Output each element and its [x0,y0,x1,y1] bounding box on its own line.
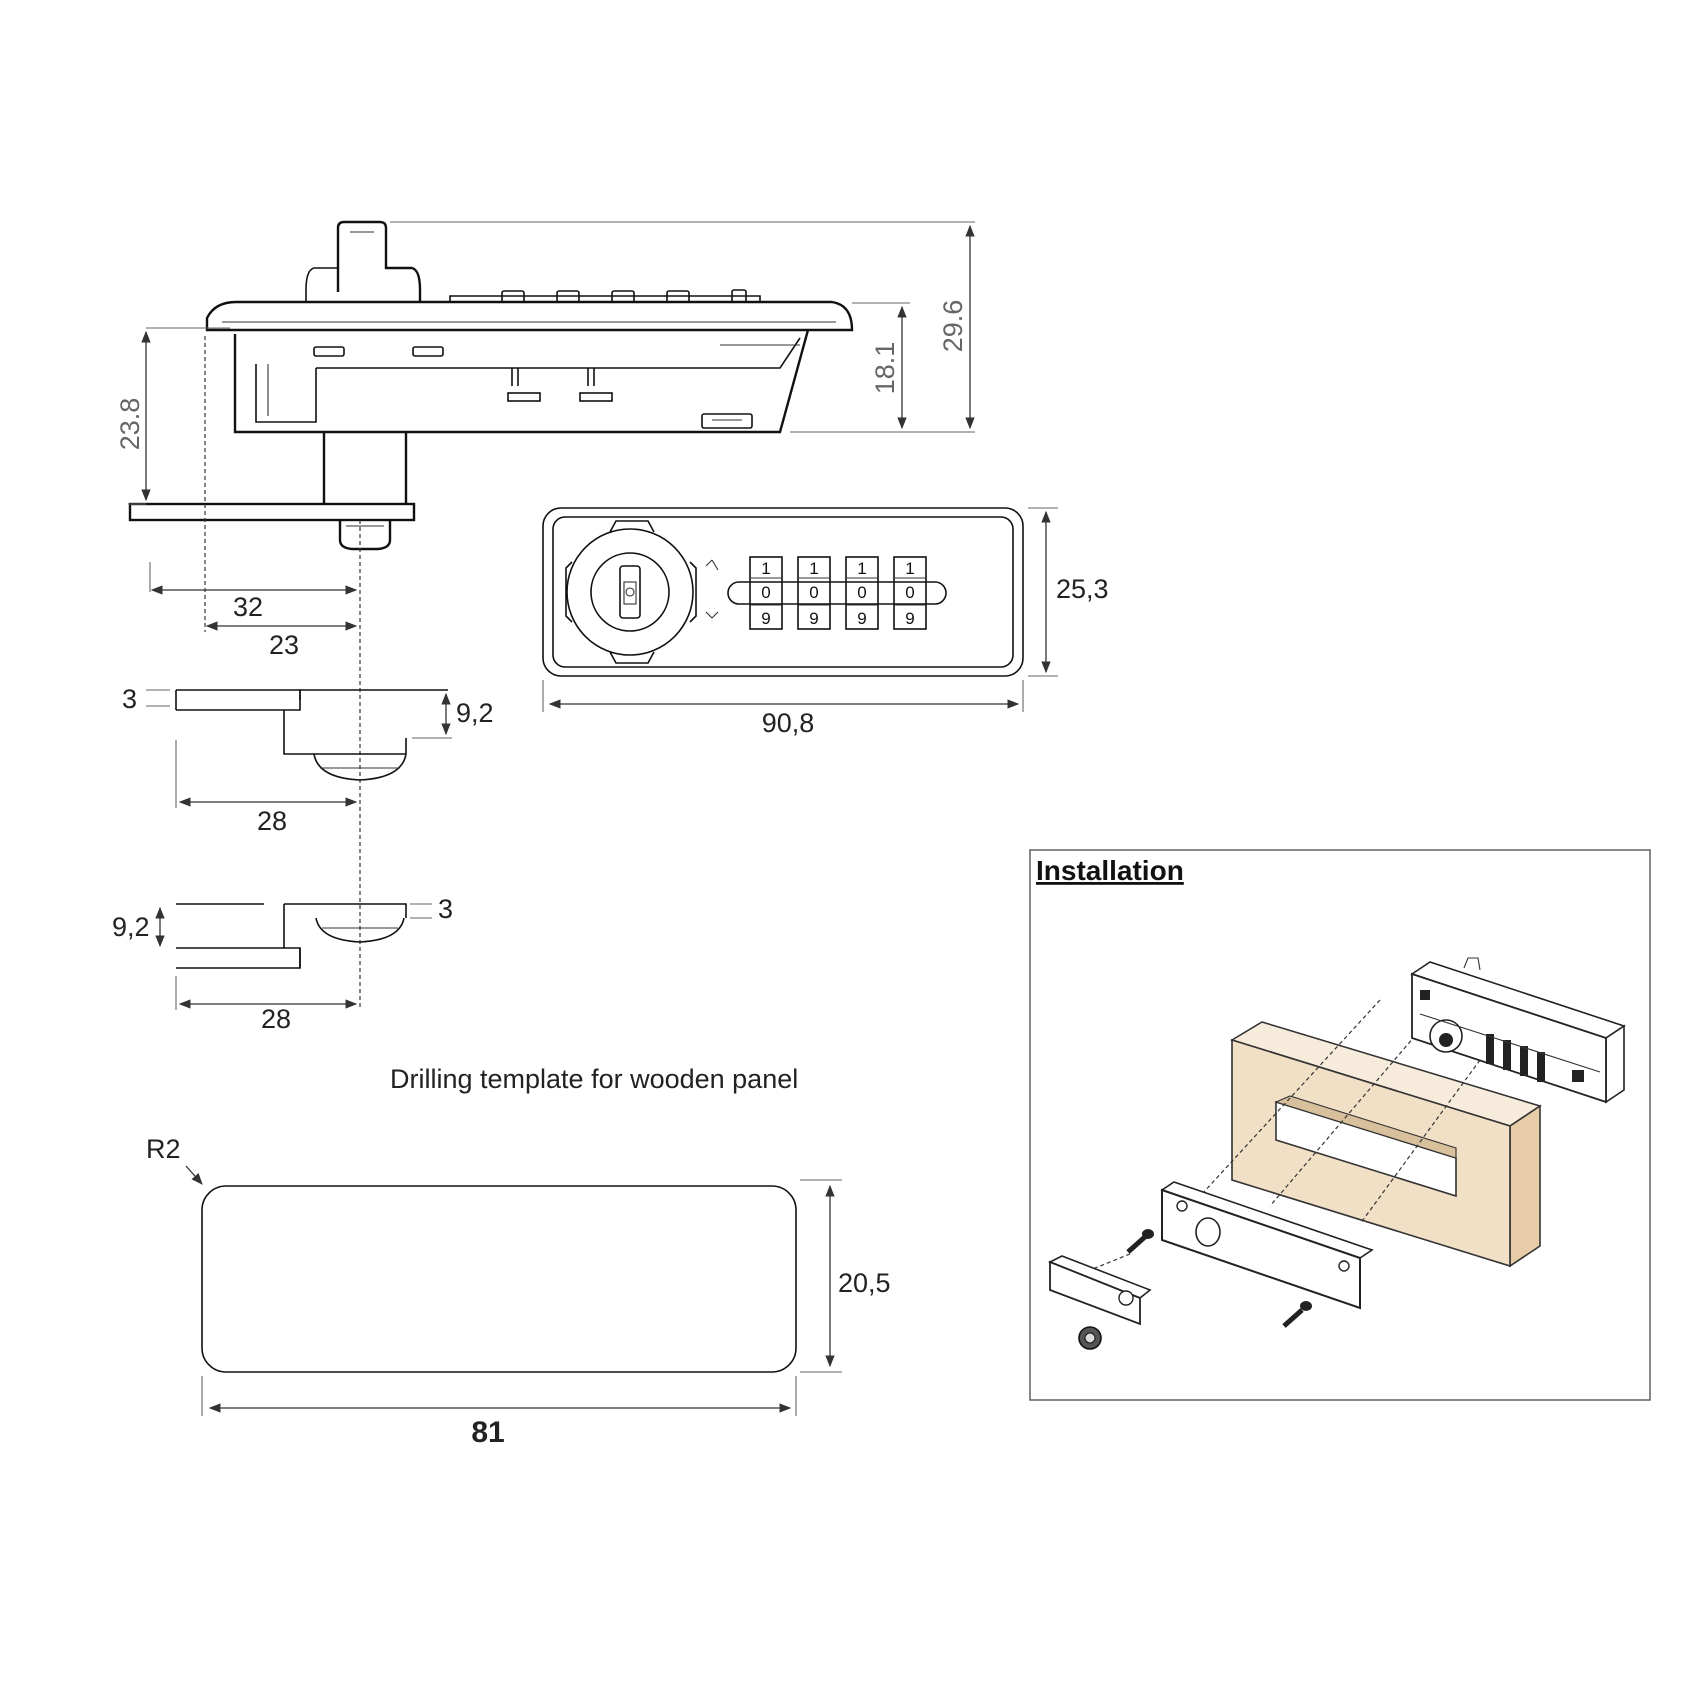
dim-template-radius: R2 [146,1134,181,1164]
cover-plate [1048,1255,1152,1326]
dim-total-height: 29.6 [938,300,968,353]
dim-cam-upper-length: 28 [257,806,287,836]
dim-cam-upper-offset: 9,2 [456,698,494,728]
dim-cam-height: 23.8 [115,398,145,451]
front-view-drawing: 1 0 9 1 0 9 1 0 9 1 0 [542,507,1109,738]
code-wheel-3[interactable]: 1 0 9 [845,556,879,630]
wheel-2-bot: 9 [809,609,818,628]
installation-panel: Installation [1029,849,1651,1401]
wood-panel [1230,1021,1542,1268]
bolt-icon [1078,1326,1102,1350]
dim-cam-lower-offset: 9,2 [112,912,150,942]
screw-icon [1126,1229,1154,1254]
lock-unit [1410,957,1626,1104]
wheel-3-bot: 9 [857,609,866,628]
cam-lower-drawing: 9,2 3 28 [112,894,453,1034]
code-wheel-4[interactable]: 1 0 9 [893,556,927,630]
dim-cam-offset-inner: 23 [269,630,299,660]
wheel-3-top: 1 [857,559,866,578]
cam-upper-drawing: 3 9,2 28 [122,684,494,836]
wheel-1-bot: 9 [761,609,770,628]
dim-cam-lower-thickness: 3 [438,894,453,924]
dim-body-height: 18.1 [870,342,900,395]
installation-title: Installation [1036,855,1184,886]
wheel-1-mid: 0 [761,583,770,602]
code-wheel-1[interactable]: 1 0 9 [749,556,783,630]
dim-front-height: 25,3 [1056,574,1109,604]
screw-icon [1282,1301,1312,1328]
wheel-4-bot: 9 [905,609,914,628]
dim-cam-lower-length: 28 [261,1004,291,1034]
code-wheel-2[interactable]: 1 0 9 [797,556,831,630]
side-view-drawing: 29.6 18.1 23.8 32 23 [115,220,975,1010]
wheel-2-mid: 0 [809,583,818,602]
wheel-1-top: 1 [761,559,770,578]
dim-cam-offset-outer: 32 [233,592,263,622]
wheel-3-mid: 0 [857,583,866,602]
wheel-4-top: 1 [905,559,914,578]
code-wheels: 1 0 9 1 0 9 1 0 9 1 0 [749,556,927,630]
wheel-2-top: 1 [809,559,818,578]
dim-cam-upper-thickness: 3 [122,684,137,714]
dim-template-width: 81 [471,1416,504,1449]
back-plate [1160,1181,1374,1310]
dim-template-height: 20,5 [838,1268,891,1298]
dim-front-width: 90,8 [762,708,815,738]
template-caption: Drilling template for wooden panel [390,1064,798,1094]
drilling-template: Drilling template for wooden panel R2 20… [146,1064,891,1449]
wheel-4-mid: 0 [905,583,914,602]
